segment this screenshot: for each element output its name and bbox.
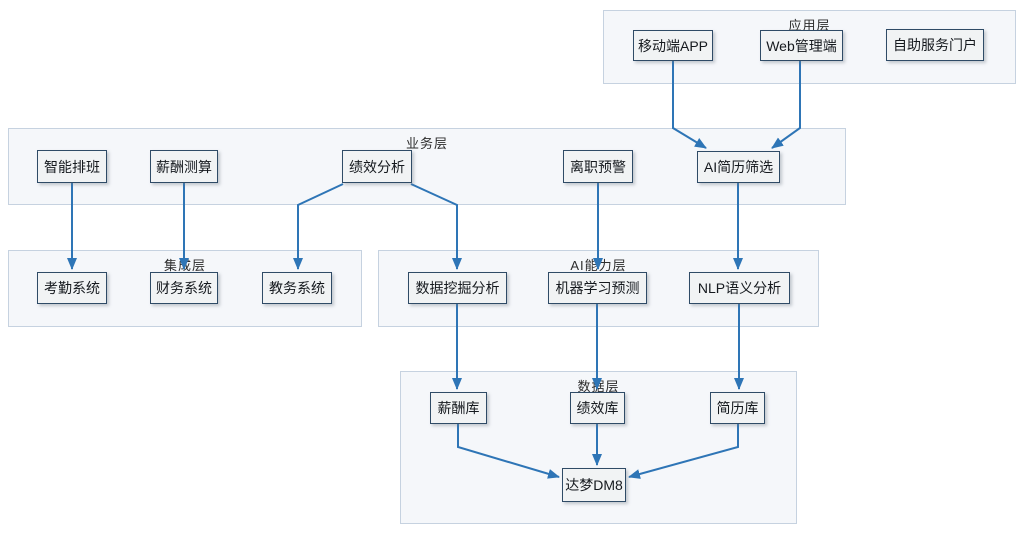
node-web-admin: Web管理端 [760, 30, 843, 61]
edge-web-admin-to-ai-resume-screening [771, 61, 801, 149]
node-smart-scheduling: 智能排班 [37, 150, 107, 183]
node-salary-db: 薪酬库 [430, 392, 487, 424]
node-mobile-app: 移动端APP [633, 30, 713, 61]
node-self-service-portal: 自助服务门户 [886, 29, 984, 61]
node-performance-db: 绩效库 [570, 392, 625, 424]
edge-resume-db-to-dameng-dm8 [628, 424, 739, 479]
edge-performance-analysis-to-academic-system [293, 183, 344, 270]
node-resume-db: 简历库 [710, 392, 765, 424]
edge-performance-analysis-to-data-mining-analysis [410, 183, 462, 270]
node-nlp-semantic-analysis: NLP语义分析 [689, 272, 790, 304]
node-attrition-warning: 离职预警 [563, 150, 633, 183]
layer-label-business: 业务层 [405, 136, 448, 151]
node-dameng-dm8: 达梦DM8 [562, 468, 626, 502]
layer-label-application: 应用层 [788, 18, 831, 33]
node-data-mining-analysis: 数据挖掘分析 [408, 272, 507, 304]
node-academic-system: 教务系统 [262, 272, 332, 304]
node-attendance-system: 考勤系统 [37, 272, 107, 304]
node-ai-resume-screening: AI简历筛选 [697, 151, 780, 183]
edge-mobile-app-to-ai-resume-screening [672, 61, 707, 149]
node-salary-calculation: 薪酬测算 [150, 150, 218, 183]
node-ml-prediction: 机器学习预测 [548, 272, 647, 304]
node-performance-analysis: 绩效分析 [342, 150, 412, 183]
edge-salary-db-to-dameng-dm8 [457, 424, 560, 479]
node-finance-system: 财务系统 [150, 272, 218, 304]
